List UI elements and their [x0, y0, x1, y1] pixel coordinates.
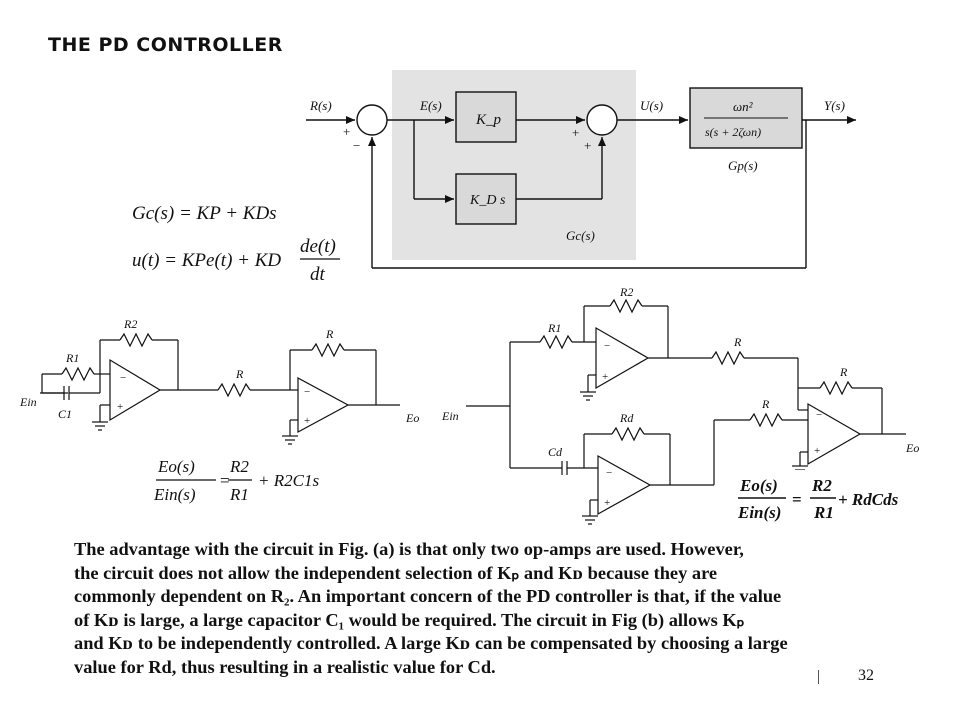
sign-s1-plus: + — [343, 124, 350, 139]
svg-text:=: = — [220, 471, 230, 490]
tf-a-r2: R2 — [229, 457, 249, 476]
label-a-eo: Eo — [405, 411, 419, 425]
label-a-r-fb: R — [325, 327, 334, 341]
circuit-a-labels: − + − + R2 R1 C1 Ein R R Eo — [19, 317, 419, 427]
label-b-eo: Eo — [905, 441, 919, 455]
svg-text:−: − — [606, 467, 612, 479]
svg-text:=: = — [792, 490, 802, 509]
kd-label: K_D s — [469, 193, 506, 208]
u-denominator: dt — [310, 264, 326, 285]
plant-denominator: s(s + 2ζωn) — [705, 125, 761, 139]
circuit-b-labels: − + − + − + R2 R1 Rd Cd Ein R R R Eo — [441, 285, 919, 509]
kp-block — [455, 91, 517, 143]
page-title: THE PD CONTROLLER — [48, 34, 283, 56]
opamp-a2 — [297, 376, 350, 434]
label-a-r1: R1 — [65, 351, 79, 365]
opamp-b2 — [597, 454, 652, 516]
paragraph-line: the circuit does not allow the independe… — [74, 562, 718, 583]
sign-s1-minus: − — [353, 138, 360, 153]
svg-text:+: + — [602, 371, 608, 383]
page-number: 32 — [858, 667, 874, 684]
label-rs: R(s) — [309, 98, 332, 113]
tf-a-den: Ein(s) — [153, 485, 196, 504]
paragraph-line: The advantage with the circuit in Fig. (… — [74, 539, 744, 559]
svg-text:+: + — [814, 445, 820, 457]
divider-mark — [818, 670, 819, 684]
svg-text:+: + — [604, 497, 610, 509]
label-a-r2: R2 — [123, 317, 137, 331]
kp-label: K_p — [475, 112, 502, 128]
sign-s2-plus-bottom: + — [584, 138, 591, 153]
tf-a-tail: + R2C1s — [258, 471, 319, 490]
label-b-r-fb: R — [839, 365, 848, 379]
summing-junction-2 — [586, 104, 618, 136]
u-numerator: de(t) — [300, 236, 336, 257]
label-us: U(s) — [640, 98, 663, 113]
paragraph-line: commonly dependent on R₂. An important c… — [74, 586, 782, 607]
plant-numerator: ωn² — [733, 99, 754, 114]
paragraph-line: of Kᴅ is large, a large capacitor C₁ wou… — [74, 609, 745, 630]
label-b-ein: Ein — [441, 409, 459, 423]
label-a-c1: C1 — [58, 407, 72, 421]
opamp-b1 — [595, 326, 650, 390]
tf-b: Eo(s) Ein(s) = R2 R1 + RdCds — [734, 470, 930, 528]
label-b-r-top: R — [733, 335, 742, 349]
svg-text:+: + — [304, 415, 310, 427]
block-diagram — [306, 70, 856, 269]
gc-equation: Gc(s) = KP + KDs — [132, 203, 277, 224]
u-equation: u(t) = KPe(t) + KD — [132, 250, 281, 271]
label-b-rd: Rd — [619, 411, 634, 425]
tf-b-r1: R1 — [813, 503, 834, 522]
paragraph-line: and Kᴅ to be independently controlled. A… — [74, 633, 788, 654]
circuit-a — [40, 332, 400, 445]
label-b-r1: R1 — [547, 321, 561, 335]
pd-equations: Gc(s) = KP + KDs u(t) = KPe(t) + KD de(t… — [132, 203, 340, 285]
opamp-b3 — [807, 402, 862, 466]
kd-block — [455, 173, 517, 225]
tf-b-num: Eo(s) — [739, 476, 778, 495]
label-b-r-mid: R — [761, 397, 770, 411]
svg-text:−: − — [304, 386, 310, 398]
tf-a-r1: R1 — [229, 485, 249, 504]
tf-b-tail: + RdCds — [838, 490, 899, 509]
tf-a: Eo(s) Ein(s) = R2 R1 + R2C1s — [153, 457, 319, 504]
svg-text:−: − — [120, 372, 126, 384]
plant-label: Gp(s) — [728, 158, 758, 173]
label-b-cd: Cd — [548, 445, 563, 459]
label-b-r2: R2 — [619, 285, 633, 299]
opamp-a1 — [109, 358, 162, 422]
sign-s2-plus-left: + — [572, 125, 579, 140]
explanation-paragraph: The advantage with the circuit in Fig. (… — [74, 538, 848, 680]
paragraph-line: value for Rd, thus resulting in a realis… — [74, 656, 496, 677]
label-a-ein: Ein — [19, 395, 37, 409]
tf-b-r2: R2 — [811, 476, 832, 495]
block-diagram-labels: R(s) E(s) U(s) Y(s) + − + + K_p K_D s ωn… — [309, 98, 845, 243]
svg-text:+: + — [117, 401, 123, 413]
label-es: E(s) — [419, 98, 442, 113]
tf-a-num: Eo(s) — [157, 457, 195, 476]
svg-text:−: − — [816, 409, 822, 421]
controller-label: Gc(s) — [566, 228, 595, 243]
tf-b-den: Ein(s) — [737, 503, 781, 522]
label-a-r-mid: R — [235, 367, 244, 381]
svg-text:−: − — [604, 340, 610, 352]
label-ys: Y(s) — [824, 98, 845, 113]
summing-junction-1 — [356, 104, 388, 136]
